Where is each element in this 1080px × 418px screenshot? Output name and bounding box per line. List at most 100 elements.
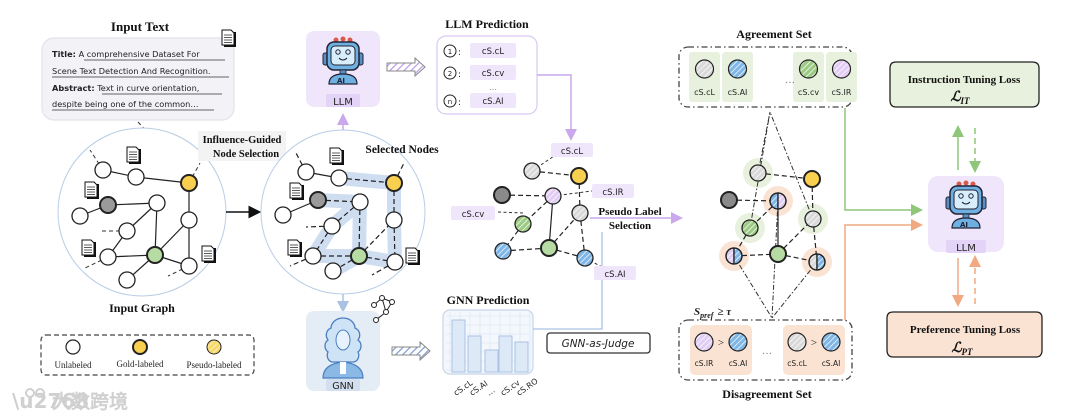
legend-gold-label: Gold-labeled xyxy=(117,359,164,369)
disagreement-to-llm-arrow xyxy=(844,219,923,320)
preference-loss-title: Preference Tuning Loss xyxy=(910,324,1021,336)
input-text-line-3: Abstract: Text in curve orientation, xyxy=(52,83,199,93)
agreement-item: cS.cL xyxy=(689,52,720,102)
judge-icon xyxy=(322,317,364,379)
agreement-node xyxy=(798,59,819,79)
preference-operator: > xyxy=(718,337,724,349)
llm-prediction-box: 1 : cS.cL 2 : cS.cv … n : cS.AI xyxy=(436,35,538,115)
input-text-box xyxy=(41,37,235,121)
input-text-content: Title: A comprehensive Dataset For Scene… xyxy=(52,49,229,111)
pseudo-label-ir: cS.IR xyxy=(602,188,623,198)
disagreement-left-node xyxy=(787,332,807,352)
disagreement-left-label: cS.cL xyxy=(787,359,807,368)
instruction-loss-box: Instruction Tuning Loss ℒIT xyxy=(889,61,1040,108)
input-text-line-4: despite being one of the common… xyxy=(52,99,199,109)
final-llm-label: LLM xyxy=(956,243,976,254)
gnn-module: GNN xyxy=(306,311,380,392)
gnn-as-judge-box xyxy=(546,332,651,354)
gnn-to-prediction-arrow xyxy=(391,340,431,362)
agreement-item: cS.IR xyxy=(826,52,857,102)
svg-text:1: 1 xyxy=(448,48,452,56)
input-text-line-1: Title: A comprehensive Dataset For xyxy=(52,49,200,59)
agreement-ellipsis: … xyxy=(785,75,795,86)
disagreement-set-box xyxy=(678,319,853,381)
gnn-as-judge-label: GNN-as-Judge xyxy=(562,338,635,350)
gnn-prediction-bar xyxy=(451,319,466,373)
legend-unlabeled-swatch xyxy=(65,339,81,355)
svg-text::: : xyxy=(458,48,461,58)
final-llm-module: LLM xyxy=(928,176,1004,254)
watermark: \u2768 大数跨境 xyxy=(12,388,128,413)
svg-text:cS.cL: cS.cL xyxy=(482,47,504,57)
gnn-prediction-to-selection-line xyxy=(533,232,603,330)
disagreement-right-label: cS.AI xyxy=(822,359,841,368)
agreement-node xyxy=(727,59,748,79)
influence-label-line1: Influence-Guided xyxy=(203,135,282,146)
agreement-label: cS.AI xyxy=(728,88,748,97)
agreement-to-llm-arrow xyxy=(844,108,923,216)
disagreement-left-label: cS.IR xyxy=(695,359,714,368)
agreement-item: cS.AI xyxy=(722,52,753,102)
preference-operator: > xyxy=(811,337,817,349)
agreement-set-title: Agreement Set xyxy=(736,27,811,41)
legend-pseudo-swatch xyxy=(206,339,222,355)
disagreement-ellipsis: … xyxy=(762,346,772,357)
disagreement-set-title: Disagreement Set xyxy=(722,387,811,401)
disagreement-right-node xyxy=(821,332,841,352)
input-text-title: Input Text xyxy=(111,19,170,34)
svg-text:n: n xyxy=(448,98,452,106)
gnn-label: GNN xyxy=(332,381,354,392)
llm-prediction-row: 1 : cS.cL xyxy=(443,43,516,58)
preference-loss-box: Preference Tuning Loss ℒPT xyxy=(886,311,1043,358)
pseudo-label-cv: cS.cv xyxy=(462,210,484,220)
llm-prediction-to-graph-arrow xyxy=(537,74,577,141)
pseudo-label-graph: cS.cL cS.IR cS.cv cS.AI xyxy=(451,143,636,280)
watermark-logo-icon: \u2768 xyxy=(12,389,89,413)
agreement-item: cS.cv xyxy=(793,52,824,102)
preference-loss-symbol: ℒPT xyxy=(951,341,973,357)
svg-text:cS.cv: cS.cv xyxy=(482,69,504,79)
agreement-label: cS.cL xyxy=(694,88,715,97)
gnn-prediction-bar xyxy=(467,335,482,373)
gnn-prediction-bar xyxy=(514,341,529,373)
agreement-node xyxy=(831,59,852,79)
instruction-loss-symbol: ℒIT xyxy=(950,90,970,106)
svg-text::: : xyxy=(458,98,461,108)
llm-to-prediction-arrow xyxy=(386,56,426,78)
document-icon xyxy=(221,29,237,48)
llm-prediction-ellipsis: … xyxy=(489,83,497,92)
split-graph xyxy=(719,111,832,319)
llm-prediction-title: LLM Prediction xyxy=(445,17,529,31)
small-graph-icon xyxy=(371,295,395,323)
pseudo-label-ai: cS.AI xyxy=(604,270,625,280)
svg-text:2: 2 xyxy=(448,70,452,78)
agreement-label: cS.IR xyxy=(832,88,852,97)
llm-label: LLM xyxy=(333,97,353,108)
watermark-text: 大数跨境 xyxy=(52,390,128,413)
influence-label-bg xyxy=(198,131,286,161)
svg-text:cS.AI: cS.AI xyxy=(482,97,503,107)
selected-nodes-title: Selected Nodes xyxy=(365,144,439,156)
input-text-line-2: Scene Text Detection And Recognition. xyxy=(52,66,211,76)
instruction-loss-title: Instruction Tuning Loss xyxy=(908,74,1021,86)
disagreement-right-node xyxy=(728,332,748,352)
llm-prediction-row: 2 : cS.cv xyxy=(443,65,516,80)
gnn-prediction-tick: cS.RO xyxy=(515,377,540,398)
influence-label-line2: Node Selection xyxy=(213,149,279,160)
pseudo-label-selection-line1: Pseudo Label xyxy=(598,206,661,218)
llm-prediction-row: n : cS.AI xyxy=(443,93,516,108)
pseudo-label-cl: cS.cL xyxy=(561,147,583,157)
input-graph xyxy=(57,127,227,297)
legend-gold-swatch xyxy=(132,339,148,355)
legend-pseudo-label: Pseudo-labeled xyxy=(187,360,242,370)
threshold-label: Spref≥ τ xyxy=(694,306,732,320)
disagreement-left-node xyxy=(694,332,714,352)
disagreement-right-label: cS.AI xyxy=(729,359,748,368)
pseudo-label-selection-line2: Selection xyxy=(609,220,651,232)
legend: Unlabeled Gold-labeled Pseudo-labeled xyxy=(40,334,255,376)
llm-module: LLM xyxy=(306,31,380,108)
selected-graph xyxy=(260,129,426,295)
gnn-prediction-bar xyxy=(498,335,513,373)
